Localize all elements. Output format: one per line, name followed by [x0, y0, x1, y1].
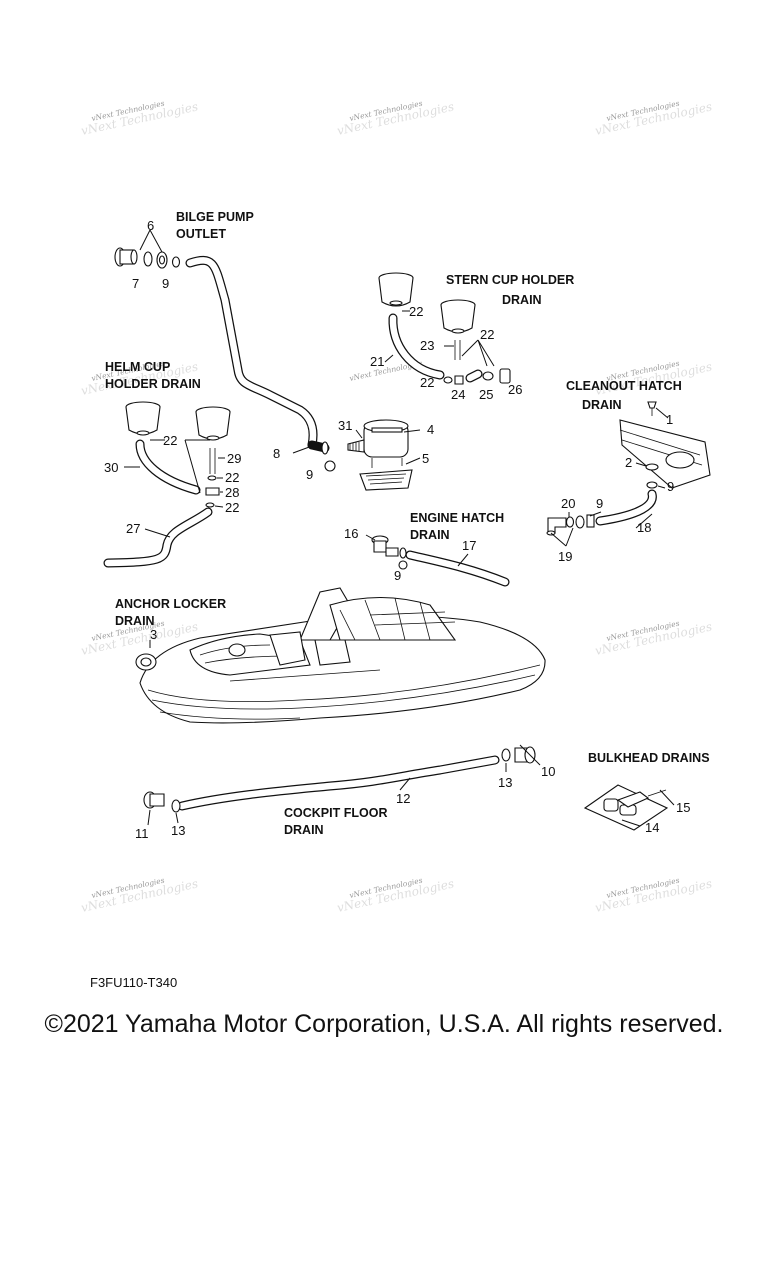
- callout-21: 21: [370, 354, 384, 369]
- callout-4: 4: [427, 422, 434, 437]
- stern-cup-holder-right: [440, 299, 476, 334]
- callout-28: 28: [225, 485, 239, 500]
- callout-16: 16: [344, 526, 358, 541]
- callout-27: 27: [126, 521, 140, 536]
- callout-22a: 22: [409, 304, 423, 319]
- deck-section: [619, 419, 711, 489]
- callout-19: 19: [558, 549, 572, 564]
- callout-9e: 9: [394, 568, 401, 583]
- helm-cup-holder-group: HELM CUP HOLDER DRAIN 22 29 30 22 28 22: [103, 360, 241, 568]
- callout-22e: 22: [225, 470, 239, 485]
- callout-15: 15: [676, 800, 690, 815]
- callout-12: 12: [396, 791, 410, 806]
- section-title-bilge-pump-2: OUTLET: [176, 227, 226, 241]
- stern-cup-holder-left: [378, 272, 414, 307]
- callout-24: 24: [451, 387, 465, 402]
- bilge-pump-outlet-group: BILGE PUMP OUTLET 6 7 9 8 9: [114, 210, 434, 491]
- section-title-cockpit-floor-2: DRAIN: [284, 823, 324, 837]
- callout-26: 26: [508, 382, 522, 397]
- callout-20: 20: [561, 496, 575, 511]
- outlet-fitting-part: [114, 247, 181, 269]
- bulkhead-drains-group: BULKHEAD DRAINS 15 14: [583, 751, 710, 835]
- anchor-locker-group: ANCHOR LOCKER DRAIN 3: [115, 597, 226, 671]
- callout-31: 31: [338, 418, 352, 433]
- callout-9b: 9: [306, 467, 313, 482]
- callout-3: 3: [150, 627, 157, 642]
- callout-13b: 13: [171, 823, 185, 838]
- callout-22f: 22: [225, 500, 239, 515]
- callout-18: 18: [637, 520, 651, 535]
- callout-22d: 22: [163, 433, 177, 448]
- callout-5: 5: [422, 451, 429, 466]
- section-title-cleanout-2: DRAIN: [582, 398, 622, 412]
- callout-22c: 22: [420, 375, 434, 390]
- stern-cup-holder-group: STERN CUP HOLDER DRAIN 22 21 23 22 22: [370, 272, 574, 402]
- bilge-pump-part: [347, 419, 413, 491]
- callout-30: 30: [104, 460, 118, 475]
- section-title-helm-cup: HELM CUP: [105, 360, 170, 374]
- section-title-cockpit-floor: COCKPIT FLOOR: [284, 806, 387, 820]
- callout-14: 14: [645, 820, 659, 835]
- callout-13a: 13: [498, 775, 512, 790]
- callout-25: 25: [479, 387, 493, 402]
- callout-7: 7: [132, 276, 139, 291]
- callout-9d: 9: [596, 496, 603, 511]
- section-title-bilge-pump: BILGE PUMP: [176, 210, 254, 224]
- cleanout-hatch-group: CLEANOUT HATCH DRAIN 1 2 9 18 20 9 19: [546, 379, 711, 564]
- callout-1: 1: [666, 412, 673, 427]
- section-title-engine-hatch: ENGINE HATCH: [410, 511, 504, 525]
- callout-17: 17: [462, 538, 476, 553]
- section-title-helm-cup-2: HOLDER DRAIN: [105, 377, 201, 391]
- section-title-anchor-locker-2: DRAIN: [115, 614, 155, 628]
- callout-8: 8: [273, 446, 280, 461]
- engine-hatch-fitting: [371, 535, 407, 559]
- diagram-code: F3FU110-T340: [90, 975, 177, 990]
- helm-cup-holder-left: [125, 401, 161, 436]
- callout-2: 2: [625, 455, 632, 470]
- callout-11: 11: [135, 826, 149, 841]
- copyright-notice: ©2021 Yamaha Motor Corporation, U.S.A. A…: [45, 1010, 724, 1038]
- section-title-engine-hatch-2: DRAIN: [410, 528, 450, 542]
- callout-29: 29: [227, 451, 241, 466]
- section-title-bulkhead: BULKHEAD DRAINS: [588, 751, 710, 765]
- callout-10: 10: [541, 764, 555, 779]
- callout-22b: 22: [480, 327, 494, 342]
- callout-9c: 9: [667, 479, 674, 494]
- boat-hull: [139, 587, 546, 724]
- callout-9: 9: [162, 276, 169, 291]
- engine-hatch-group: ENGINE HATCH DRAIN 16 9 17: [344, 511, 510, 587]
- section-title-stern-cup-2: DRAIN: [502, 293, 542, 307]
- section-title-anchor-locker: ANCHOR LOCKER: [115, 597, 226, 611]
- section-title-stern-cup: STERN CUP HOLDER: [446, 273, 574, 287]
- section-title-cleanout: CLEANOUT HATCH: [566, 379, 682, 393]
- helm-cup-holder-right: [195, 406, 231, 441]
- cockpit-floor-group: COCKPIT FLOOR DRAIN 12 10 13 11 13: [135, 744, 555, 841]
- callout-6: 6: [147, 218, 154, 233]
- callout-23: 23: [420, 338, 434, 353]
